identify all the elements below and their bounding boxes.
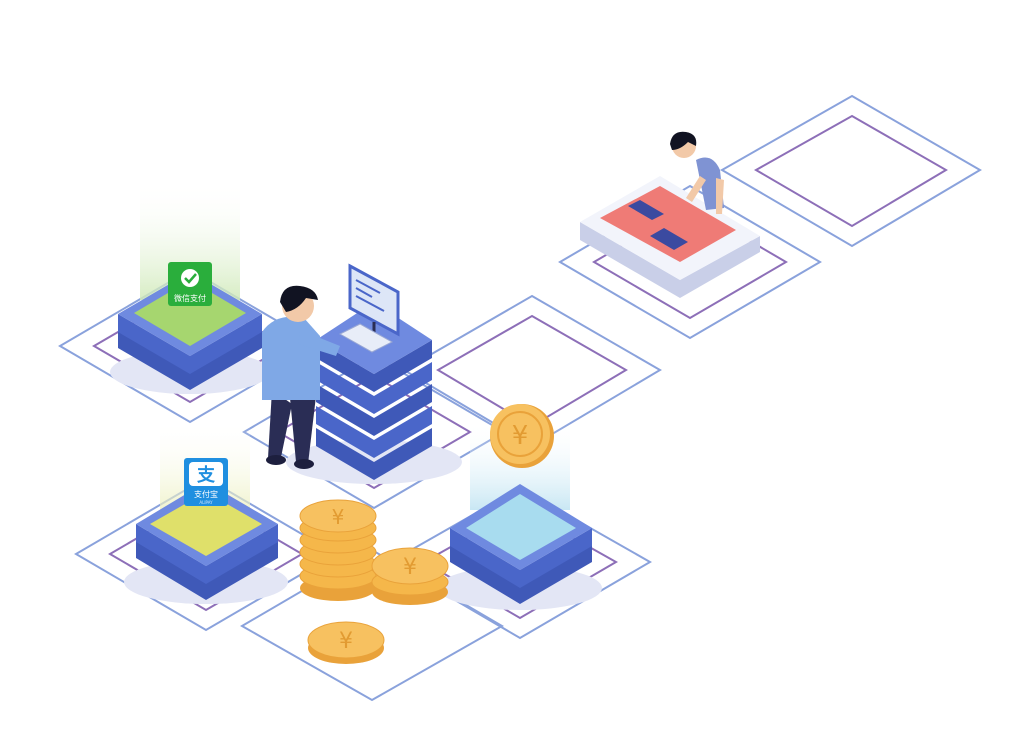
alipay-sub-label: ALIPAY — [199, 500, 213, 505]
coin-stack-tall: ¥ — [299, 499, 377, 601]
person-at-card — [670, 131, 724, 214]
computer-monitor — [338, 263, 400, 353]
yen-symbol-coin-stack-tall: ¥ — [332, 505, 345, 529]
alipay-label: 支付宝 — [194, 489, 218, 499]
wechat-server-stack — [110, 272, 270, 394]
coin-stack-short: ¥ — [371, 547, 449, 605]
alipay-badge: 支 支付宝 ALIPAY — [184, 458, 228, 506]
alipay-glyph-icon: 支 — [196, 464, 216, 486]
yen-symbol-coin-stack-short: ¥ — [403, 555, 417, 580]
wechat-pay-badge: 微信支付 — [168, 262, 212, 306]
bank-card — [600, 186, 736, 262]
tile-far-right — [719, 94, 982, 248]
coin-floating: ¥ — [490, 404, 554, 468]
coin-single-bottom: ¥ — [307, 621, 385, 664]
alipay-server-stack — [124, 482, 288, 604]
wechat-check-icon — [181, 269, 199, 287]
wechat-pay-label: 微信支付 — [174, 293, 206, 303]
wechat-light-beam — [140, 180, 240, 300]
blue-server-stack — [438, 484, 602, 610]
yen-symbol-coin-bottom: ¥ — [339, 629, 353, 654]
person-at-computer — [262, 285, 340, 469]
yen-symbol-coin-floating: ¥ — [512, 421, 529, 451]
